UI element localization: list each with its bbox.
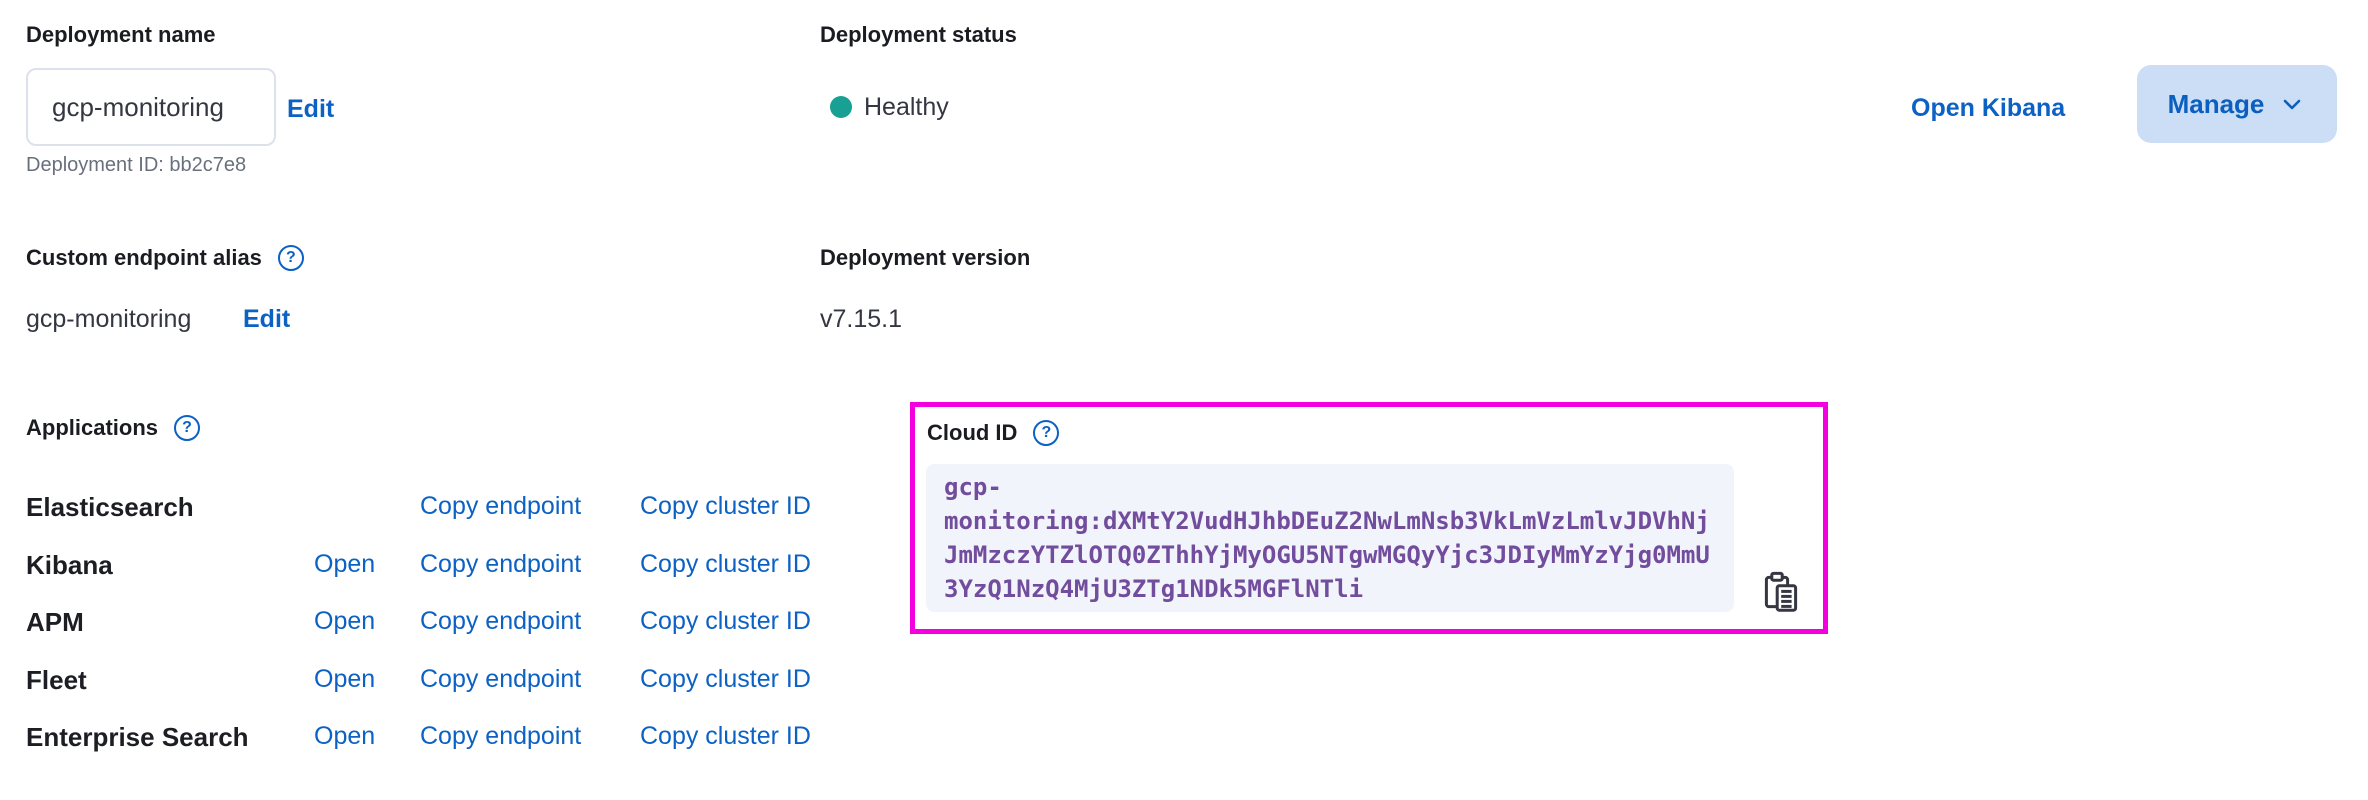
app-name: Kibana <box>26 549 113 580</box>
deployment-name-label: Deployment name <box>26 22 216 47</box>
custom-endpoint-edit-link[interactable]: Edit <box>243 305 291 333</box>
app-name: Elasticsearch <box>26 492 194 522</box>
copy-cluster-id-link[interactable]: Copy cluster ID <box>640 549 811 578</box>
copy-endpoint-link[interactable]: Copy endpoint <box>420 549 582 578</box>
app-name: Enterprise Search <box>26 722 249 752</box>
custom-endpoint-help-icon[interactable]: ? <box>277 245 304 271</box>
copy-cloud-id-button[interactable] <box>1760 570 1802 614</box>
custom-endpoint-alias-label: Custom endpoint alias ? <box>26 245 304 271</box>
deployment-name-input[interactable] <box>26 68 276 146</box>
applications-help-icon[interactable]: ? <box>174 415 201 441</box>
copy-cluster-id-link[interactable]: Copy cluster ID <box>640 722 811 750</box>
open-link[interactable]: Open <box>314 549 376 578</box>
deployment-version-value: v7.15.1 <box>820 305 903 333</box>
copy-endpoint-link[interactable]: Copy endpoint <box>420 722 582 750</box>
copy-cluster-id-link[interactable]: Copy cluster ID <box>640 607 811 635</box>
applications-table: Elasticsearch Copy endpoint Copy cluster… <box>26 492 880 780</box>
copy-endpoint-link[interactable]: Copy endpoint <box>420 607 582 635</box>
manage-button[interactable]: Manage <box>2137 65 2337 143</box>
app-name: Fleet <box>26 664 87 695</box>
cloud-id-highlight-box <box>910 402 1828 634</box>
health-dot-icon <box>830 96 852 118</box>
open-link[interactable]: Open <box>314 722 376 750</box>
cloud-id-value[interactable]: gcp-monitoring:dXMtY2VudHJhbDEuZ2NwLmNsb… <box>926 464 1734 612</box>
copy-endpoint-link[interactable]: Copy endpoint <box>420 664 582 693</box>
copy-cluster-id-link[interactable]: Copy cluster ID <box>640 664 811 693</box>
open-link[interactable]: Open <box>314 664 376 693</box>
custom-endpoint-alias-value: gcp-monitoring <box>26 305 192 333</box>
deployment-status-label: Deployment status <box>820 22 1017 47</box>
deployment-version-label: Deployment version <box>820 245 1031 270</box>
deployment-status-value: Healthy <box>864 93 949 121</box>
open-link[interactable]: Open <box>314 607 376 635</box>
copy-clipboard-icon <box>1764 571 1798 612</box>
app-name: APM <box>26 607 84 637</box>
cloud-id-help-icon[interactable]: ? <box>1033 420 1060 446</box>
applications-label: Applications ? <box>26 415 201 441</box>
deployment-name-edit-link[interactable]: Edit <box>287 95 335 123</box>
cloud-id-label: Cloud ID ? <box>927 420 1060 446</box>
copy-cluster-id-link[interactable]: Copy cluster ID <box>640 492 811 520</box>
deployment-id-text: Deployment ID: bb2c7e8 <box>26 154 247 176</box>
manage-button-label: Manage <box>2167 88 2265 119</box>
chevron-down-icon <box>2284 99 2301 110</box>
copy-endpoint-link[interactable]: Copy endpoint <box>420 492 582 520</box>
open-kibana-link[interactable]: Open Kibana <box>1911 94 2066 122</box>
